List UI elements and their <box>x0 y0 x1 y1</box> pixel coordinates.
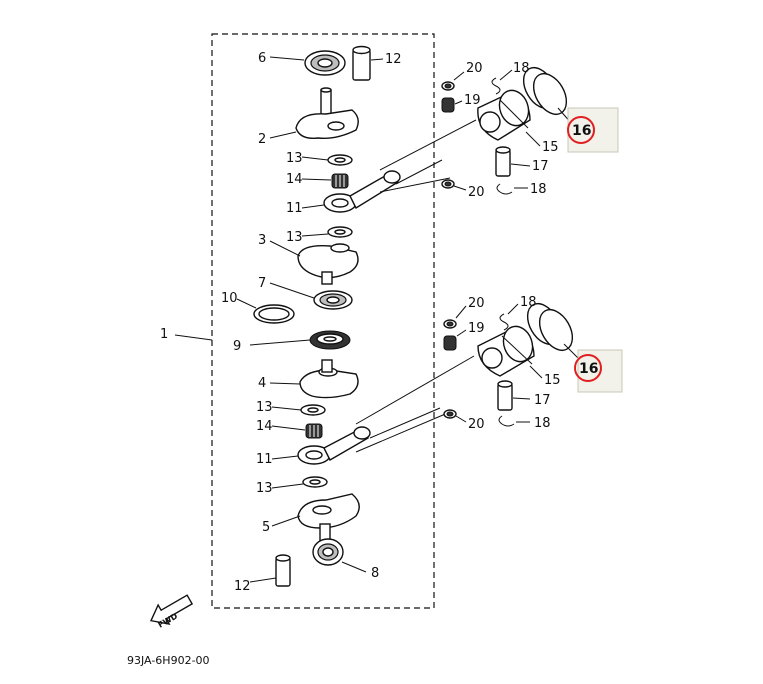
part-20-circlip-bottom-b[interactable] <box>443 409 457 419</box>
part-18-clip-bottom-b[interactable] <box>498 415 515 427</box>
callout-18-c: 18 <box>520 295 537 310</box>
part-8-bearing[interactable] <box>312 538 344 566</box>
callout-13-a: 13 <box>286 151 303 166</box>
callout-5: 5 <box>262 520 270 535</box>
callout-1: 1 <box>160 327 168 342</box>
callout-18-b: 18 <box>530 182 547 197</box>
callout-19-bottom: 19 <box>468 321 485 336</box>
crankshaft-assembly-boundary <box>211 33 435 609</box>
callout-13-d: 13 <box>256 481 273 496</box>
callout-8: 8 <box>371 566 379 581</box>
callout-18-d: 18 <box>534 416 551 431</box>
part-15-piston-top[interactable] <box>477 86 533 141</box>
part-20-circlip-top-a[interactable] <box>441 81 455 91</box>
part-17-piston-pin-top[interactable] <box>495 146 511 177</box>
part-4-crank-web[interactable] <box>299 359 359 399</box>
part-14-needle-bearing-bottom[interactable] <box>305 423 323 439</box>
part-18-clip-top-b[interactable] <box>496 183 513 195</box>
callout-15-bottom: 15 <box>544 373 561 388</box>
callout-12-bottom: 12 <box>234 579 251 594</box>
part-13-washer-c[interactable] <box>300 404 326 416</box>
callout-13-c: 13 <box>256 400 273 415</box>
part-6-bearing[interactable] <box>304 50 346 76</box>
part-19-bearing-top[interactable] <box>441 97 455 113</box>
part-13-washer-d[interactable] <box>302 476 328 488</box>
callout-10: 10 <box>221 291 238 306</box>
part-16-piston-rings-top[interactable] <box>517 62 573 120</box>
part-12-dowel-pin[interactable] <box>352 45 371 81</box>
part-11-connecting-rod-bottom[interactable] <box>297 426 371 465</box>
callout-20-a: 20 <box>466 61 483 76</box>
callout-16-top: 16 <box>572 123 591 139</box>
callout-4: 4 <box>258 376 266 391</box>
callout-11-bottom: 11 <box>256 452 273 467</box>
part-14-needle-bearing-top[interactable] <box>331 173 349 189</box>
part-15-piston-bottom[interactable] <box>477 322 537 377</box>
callout-13-b: 13 <box>286 230 303 245</box>
part-5-crank-web[interactable] <box>297 493 360 543</box>
drawing-code: 93JA-6H902-00 <box>127 654 210 667</box>
part-9-oil-seal[interactable] <box>309 330 351 350</box>
part-3-crank-web[interactable] <box>297 243 359 285</box>
callout-11-top: 11 <box>286 201 303 216</box>
part-16-piston-rings-bottom[interactable] <box>521 298 579 356</box>
callout-14-bottom: 14 <box>256 419 273 434</box>
callout-20-d: 20 <box>468 417 485 432</box>
part-19-bearing-bottom[interactable] <box>443 335 457 351</box>
part-17-piston-pin-bottom[interactable] <box>497 380 513 411</box>
callout-9: 9 <box>233 339 241 354</box>
callout-17-top: 17 <box>532 159 549 174</box>
callout-17-bottom: 17 <box>534 393 551 408</box>
callout-16-bottom: 16 <box>579 361 598 377</box>
callout-6: 6 <box>258 51 266 66</box>
callout-7: 7 <box>258 276 266 291</box>
part-13-washer-a[interactable] <box>327 154 353 166</box>
callout-14-top: 14 <box>286 172 303 187</box>
part-7-bearing[interactable] <box>313 290 353 310</box>
callout-3: 3 <box>258 233 266 248</box>
callout-20-b: 20 <box>468 185 485 200</box>
callout-19-top: 19 <box>464 93 481 108</box>
part-11-connecting-rod-top[interactable] <box>323 170 401 213</box>
callout-16-bottom-circle <box>574 354 602 382</box>
part-20-circlip-bottom-a[interactable] <box>443 319 457 329</box>
part-20-circlip-top-b[interactable] <box>441 179 455 189</box>
callout-12-top: 12 <box>385 52 402 67</box>
part-2-crank-web[interactable] <box>295 87 359 140</box>
part-18-clip-top-a[interactable] <box>491 77 501 95</box>
callout-15-top: 15 <box>542 140 559 155</box>
part-10-snap-ring[interactable] <box>253 304 295 324</box>
callout-18-a: 18 <box>513 61 530 76</box>
fwd-arrow-icon <box>149 594 194 626</box>
callout-20-c: 20 <box>468 296 485 311</box>
callout-16-top-circle <box>567 116 595 144</box>
callout-2: 2 <box>258 132 266 147</box>
part-13-washer-b[interactable] <box>327 226 353 238</box>
part-12-dowel-pin-bottom[interactable] <box>275 554 291 587</box>
part-18-clip-bottom-a[interactable] <box>499 313 509 331</box>
